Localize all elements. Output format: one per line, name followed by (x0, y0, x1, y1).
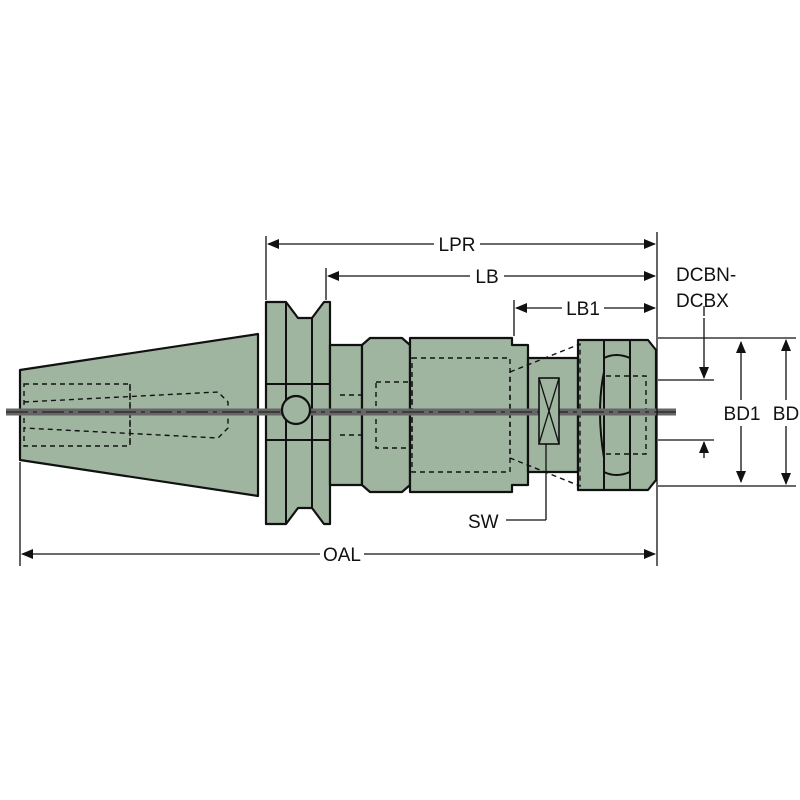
dimension-labels: LPR LB LB1 DCBN- DCBX BD1 BD SW OAL (320, 232, 800, 566)
extension-lines (19, 232, 796, 566)
label-lb1: LB1 (566, 299, 600, 320)
label-lb: LB (475, 267, 498, 288)
label-bd: BD (773, 404, 799, 425)
cross-hole (280, 394, 312, 426)
label-dcbn: DCBN- (676, 265, 736, 286)
label-lpr: LPR (439, 235, 476, 256)
label-oal: OAL (323, 545, 361, 566)
wrench-flat-symbol (538, 377, 560, 445)
label-dcbx: DCBX (676, 291, 729, 312)
label-sw: SW (468, 512, 499, 533)
label-bd1: BD1 (724, 404, 761, 425)
